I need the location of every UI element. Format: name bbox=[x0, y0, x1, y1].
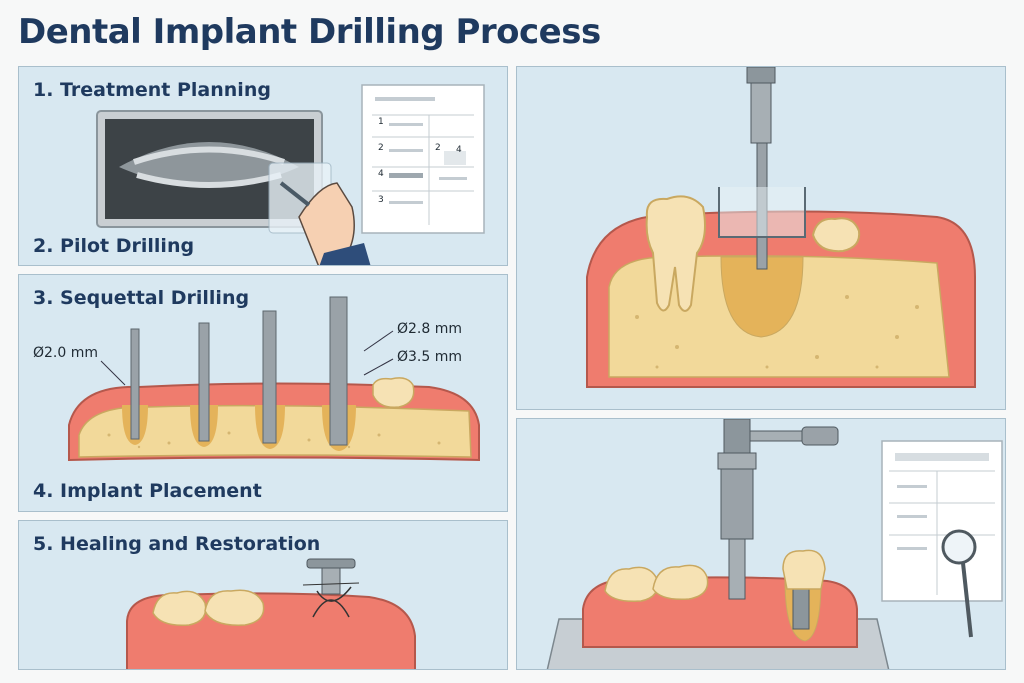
tooth-right bbox=[205, 590, 264, 625]
chart-number-5: 4 bbox=[378, 169, 384, 179]
drill-3 bbox=[263, 311, 276, 443]
chart-number-6: 3 bbox=[378, 195, 384, 205]
drill-1 bbox=[131, 329, 139, 439]
panel-implant-placement-closeup bbox=[516, 418, 1006, 670]
panel-pilot-drilling-closeup bbox=[516, 66, 1006, 410]
implant-placement-illustration bbox=[517, 419, 1006, 670]
model-tooth-2 bbox=[653, 565, 708, 599]
drill-4 bbox=[330, 297, 347, 445]
adjacent-tooth bbox=[813, 218, 859, 251]
driver-collar bbox=[718, 453, 756, 469]
step-label-healing-restoration: 5. Healing and Restoration bbox=[33, 533, 320, 555]
step-label-sequential-drilling: 3. Sequettal Drilling bbox=[33, 287, 249, 309]
leader-d1 bbox=[101, 361, 125, 385]
model-tooth-1 bbox=[605, 567, 658, 601]
panel-treatment-planning: 1 2 2 4 4 3 1. Treatment Planning 2. Pil… bbox=[18, 66, 508, 266]
placed-implant bbox=[793, 589, 809, 629]
tooth bbox=[373, 378, 414, 407]
driver-side-lever bbox=[750, 431, 802, 441]
handpiece-shaft bbox=[751, 83, 771, 143]
step-label-pilot-drilling: 2. Pilot Drilling bbox=[33, 235, 194, 257]
dental-mirror-head bbox=[943, 531, 975, 563]
driver-top bbox=[724, 419, 750, 453]
chart-number-2: 2 bbox=[378, 143, 384, 153]
drill-size-2-0: Ø2.0 mm bbox=[33, 345, 98, 361]
implant-crown bbox=[783, 550, 825, 589]
driver-threaded-section bbox=[721, 469, 753, 539]
healing-abutment bbox=[322, 568, 340, 594]
chart-number-4: 4 bbox=[456, 145, 462, 155]
panel-healing-restoration: 5. Healing and Restoration bbox=[18, 520, 508, 670]
chart-number-1: 1 bbox=[378, 117, 384, 127]
driver-tip bbox=[729, 539, 745, 599]
driver-knob bbox=[802, 427, 838, 445]
step-label-implant-placement: 4. Implant Placement bbox=[33, 480, 262, 502]
chart-number-3: 2 bbox=[435, 143, 441, 153]
placement-chart bbox=[882, 441, 1002, 601]
surgical-guide bbox=[719, 187, 805, 237]
tooth-left bbox=[153, 591, 206, 625]
leader-d3 bbox=[364, 359, 393, 375]
drill-2 bbox=[199, 323, 209, 441]
drill-size-2-8: Ø2.8 mm bbox=[397, 321, 462, 337]
drill-size-3-5: Ø3.5 mm bbox=[397, 349, 462, 365]
page-title: Dental Implant Drilling Process bbox=[18, 12, 601, 52]
step-label-treatment-planning: 1. Treatment Planning bbox=[33, 79, 271, 101]
panel-sequential-drilling: 3. Sequettal Drilling Ø2.0 mm Ø2.8 mm Ø3… bbox=[18, 274, 508, 512]
leader-d2 bbox=[364, 331, 393, 351]
sequential-drilling-illustration bbox=[19, 275, 508, 512]
pilot-drilling-illustration bbox=[517, 67, 1006, 410]
healing-cap bbox=[307, 559, 355, 568]
handpiece-top bbox=[747, 67, 775, 83]
